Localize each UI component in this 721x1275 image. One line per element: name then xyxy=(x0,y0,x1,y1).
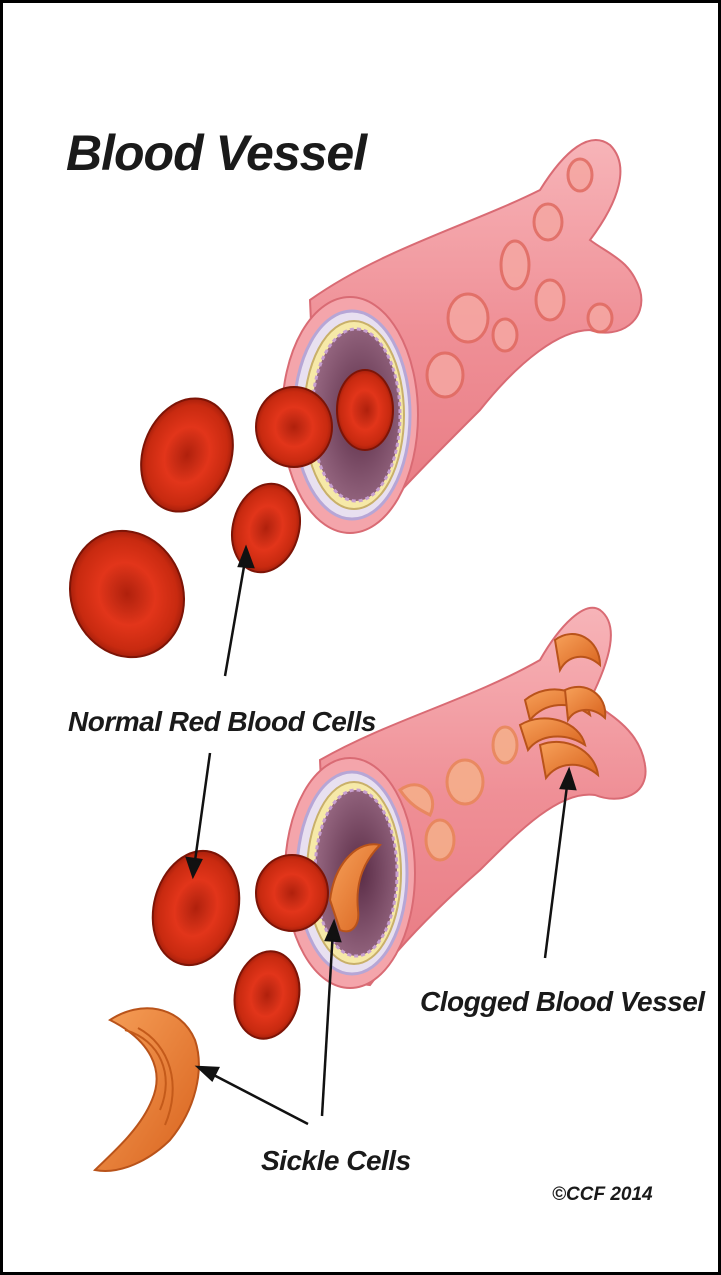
red-blood-cell xyxy=(256,855,328,931)
arrow-to-normal-cell-upper xyxy=(225,548,253,676)
red-blood-cell xyxy=(222,476,309,580)
normal-red-blood-cells xyxy=(52,385,332,673)
diagram-title: Blood Vessel xyxy=(66,125,368,181)
normal-blood-vessel xyxy=(282,140,641,533)
label-sickle-cells: Sickle Cells xyxy=(261,1145,411,1176)
sickle-cell xyxy=(95,1008,199,1171)
clogged-blood-vessel xyxy=(285,608,646,988)
copyright-notice: ©CCF 2014 xyxy=(552,1184,653,1205)
red-blood-cell xyxy=(52,515,201,674)
red-blood-cell xyxy=(256,387,332,467)
label-clogged-blood-vessel: Clogged Blood Vessel xyxy=(420,986,706,1017)
arrow-to-sickle-cell xyxy=(198,1067,308,1124)
red-blood-cell xyxy=(126,385,248,524)
red-blood-cell xyxy=(228,946,306,1044)
label-normal-red-blood-cells: Normal Red Blood Cells xyxy=(68,706,376,737)
